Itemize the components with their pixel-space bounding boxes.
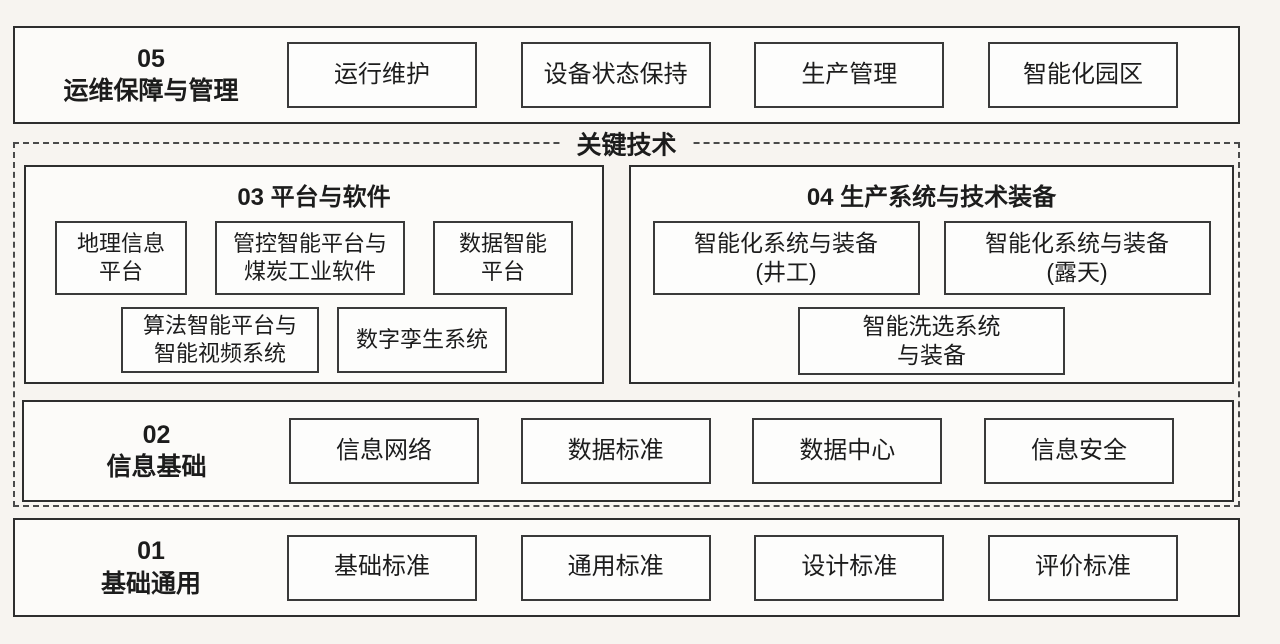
item-evaluation-standard: 评价标准 — [987, 534, 1178, 601]
item-production-management: 生产管理 — [754, 42, 945, 108]
item-algorithm-video-platform: 算法智能平台与 智能视频系统 — [121, 307, 319, 373]
platform-row-1: 地理信息 平台 管控智能平台与 煤炭工业软件 数据智能 平台 — [26, 221, 602, 295]
production-row-1: 智能化系统与装备 (井工) 智能化系统与装备 (露天) — [631, 221, 1232, 295]
key-tech-region: 关键技术 03 平台与软件 地理信息 平台 管控智能平台与 煤炭工业软件 数据智… — [13, 125, 1240, 507]
platform-row-2: 算法智能平台与 智能视频系统 数字孪生系统 — [26, 307, 602, 373]
item-data-intelligence-platform: 数据智能 平台 — [433, 221, 573, 295]
item-info-network: 信息网络 — [289, 418, 479, 484]
item-design-standard: 设计标准 — [754, 534, 945, 601]
item-gis-platform: 地理信息 平台 — [55, 221, 187, 295]
key-tech-label: 关键技术 — [560, 125, 693, 162]
band-ops-label: 05 运维保障与管理 — [63, 44, 239, 106]
item-operation-maintenance: 运行维护 — [287, 42, 477, 108]
item-digital-twin-system: 数字孪生系统 — [337, 307, 507, 373]
band-info-items: 信息网络 数据标准 数据中心 信息安全 — [289, 418, 1232, 484]
item-general-standard: 通用标准 — [520, 534, 711, 601]
band-info-base: 02 信息基础 信息网络 数据标准 数据中心 信息安全 — [22, 400, 1234, 502]
section-production-title: 04 生产系统与技术装备 — [806, 184, 1057, 211]
band-info-label: 02 信息基础 — [106, 420, 207, 482]
section-production-systems: 04 生产系统与技术装备 智能化系统与装备 (井工) 智能化系统与装备 (露天)… — [629, 165, 1234, 384]
band-general-items: 基础标准 通用标准 设计标准 评价标准 — [287, 534, 1238, 601]
band-ops-items: 运行维护 设备状态保持 生产管理 智能化园区 — [287, 42, 1238, 108]
section-platform-software: 03 平台与软件 地理信息 平台 管控智能平台与 煤炭工业软件 数据智能 平台 … — [24, 165, 604, 384]
item-openpit-systems-equipment: 智能化系统与装备 (露天) — [943, 221, 1211, 295]
item-info-security: 信息安全 — [983, 418, 1174, 484]
band-general-label: 01 基础通用 — [100, 537, 201, 598]
section-platform-title: 03 平台与软件 — [237, 184, 391, 211]
item-washing-systems-equipment: 智能洗选系统 与装备 — [798, 307, 1065, 375]
band-general-basic: 01 基础通用 基础标准 通用标准 设计标准 评价标准 — [13, 518, 1240, 617]
item-data-center: 数据中心 — [752, 418, 943, 484]
item-smart-park: 智能化园区 — [987, 42, 1178, 108]
item-data-standard: 数据标准 — [520, 418, 711, 484]
item-underground-systems-equipment: 智能化系统与装备 (井工) — [652, 221, 920, 295]
item-basic-standard: 基础标准 — [287, 534, 477, 601]
band-ops-management: 05 运维保障与管理 运行维护 设备状态保持 生产管理 智能化园区 — [13, 26, 1240, 124]
item-equipment-status: 设备状态保持 — [520, 42, 711, 108]
production-row-2: 智能洗选系统 与装备 — [631, 307, 1232, 375]
item-control-platform-coal-software: 管控智能平台与 煤炭工业软件 — [215, 221, 405, 295]
